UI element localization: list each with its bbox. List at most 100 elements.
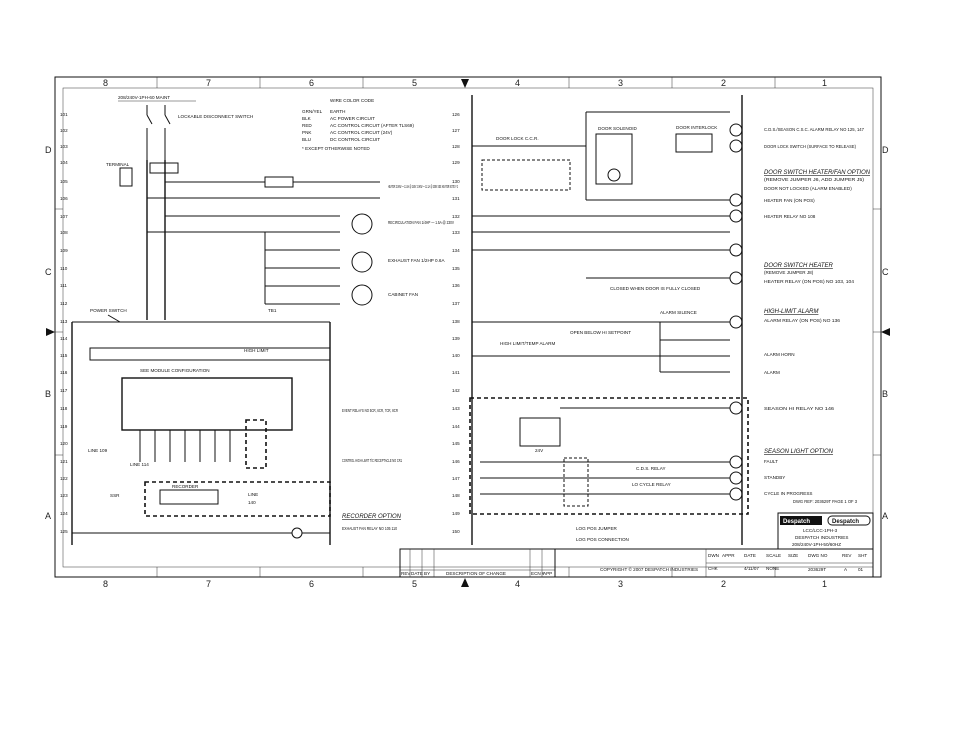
rung-number: 106 xyxy=(60,196,68,201)
rung-number: 144 xyxy=(452,424,460,429)
transformer xyxy=(519,417,561,447)
door-lock-ccr-label: DOOR LOCK C.C.R. xyxy=(496,136,539,141)
right-rungs xyxy=(472,111,730,409)
field-dwn: DWN xyxy=(708,553,719,558)
high-limit-alarm-label: HIGH LIMIT/TEMP ALARM xyxy=(500,341,555,346)
rung-number: 128 xyxy=(452,144,460,149)
wire-color-code: BLK xyxy=(302,116,312,121)
cds-alarm-relay-label: C.D.S./SEASON C.S.C. ALARM RELAY NO 125,… xyxy=(764,127,864,132)
inner-border xyxy=(62,87,874,568)
rung-number: 129 xyxy=(452,160,460,165)
log-pos-jumper-label: LOG POS JUMPER xyxy=(576,526,618,531)
recorder-option-label: RECORDER OPTION xyxy=(342,514,402,520)
controller-label: SEE MODULE CONFIGURATION xyxy=(140,368,210,373)
wire-color-code: RED xyxy=(302,123,312,128)
rev-header-ecn: ECN # xyxy=(531,571,545,576)
wire-color-code: BLU xyxy=(302,137,311,142)
outer-border xyxy=(54,76,882,578)
standby-label: STANDBY xyxy=(764,475,785,480)
drawing-title: LCC/LCC-1PH-3 xyxy=(803,528,838,533)
rung-number: 115 xyxy=(60,353,68,358)
rung-number: 130 xyxy=(452,179,460,184)
heater-fan-on-label: HEATER FAN (ON POS) xyxy=(764,198,815,203)
rung-number: 132 xyxy=(452,214,460,219)
event-relays-label: EVENT RELAYS NO 5CR, 6CR, 7CR, 8CR xyxy=(342,408,398,413)
col-label-top-3: 3 xyxy=(618,78,623,88)
rung-number: 135 xyxy=(452,266,460,271)
rung-number: 119 xyxy=(60,424,68,429)
rung-number: 118 xyxy=(60,406,68,411)
wire-color-desc: DC CONTROL CIRCUIT xyxy=(330,137,380,142)
field-date-label: DATE xyxy=(744,553,756,558)
remove-jumper-j6-label: (REMOVE JUMPER J6, ADD JUMPER J5) xyxy=(764,177,865,182)
field-rev: REV xyxy=(842,553,852,558)
rev-header-rev: REV xyxy=(401,571,411,576)
cds-relay-label: C.D.S. RELAY xyxy=(636,466,666,471)
recorder-meta-line: LINE xyxy=(248,492,258,497)
wire-color-desc: AC POWER CIRCUIT xyxy=(330,116,375,121)
brand-logo-right xyxy=(827,515,871,526)
col-label-top-2: 2 xyxy=(721,78,726,88)
alarm-horn-label: ALARM HORN xyxy=(764,352,795,357)
rung-number: 122 xyxy=(60,476,68,481)
rung-number: 111 xyxy=(60,283,67,288)
brand-right: Despatch xyxy=(832,519,859,525)
zone-ticks xyxy=(55,77,881,577)
recorder-device xyxy=(159,489,219,505)
exhaust-fan-relay-label: EXHAUST FAN RELAY NO 105 110 xyxy=(342,526,397,531)
rung-number: 142 xyxy=(452,388,460,393)
power-switch-label: POWER SWITCH xyxy=(90,308,127,313)
row-label-left-B: B xyxy=(45,389,51,399)
col-label-bot-6: 6 xyxy=(309,579,314,589)
rung-number: 141 xyxy=(452,370,460,375)
scale-value: NONE xyxy=(766,566,779,571)
col-label-bot-8: 8 xyxy=(103,579,108,589)
wire-color-desc: EARTH xyxy=(330,109,346,114)
exhaust-fan-relay-rung xyxy=(72,527,330,539)
terminal-symbol: TERMINAL xyxy=(106,162,133,187)
field-chk: CHK xyxy=(708,566,719,571)
col-label-bot-1: 1 xyxy=(822,579,827,589)
rung-number: 124 xyxy=(60,511,68,516)
date-value: 4/11/07 xyxy=(744,566,759,571)
brand-left: Despatch xyxy=(783,519,810,525)
row-label-left-C: C xyxy=(45,267,52,277)
rung-number: 137 xyxy=(452,301,460,306)
row-label-right-C: C xyxy=(882,267,889,277)
field-appr: APPR xyxy=(722,553,735,558)
wire-color-list: GRN/YEL EARTH BLK AC POWER CIRCUIT RED A… xyxy=(302,109,414,151)
door-closed-label: CLOSED WHEN DOOR IS FULLY CLOSED xyxy=(610,286,701,291)
rung-number: 140 xyxy=(452,353,460,358)
door-solenoid-label: DOOR SOLENOID xyxy=(598,126,637,131)
right-side-labels: C.D.S./SEASON C.S.C. ALARM RELAY NO 125,… xyxy=(764,127,871,504)
controller-module xyxy=(121,377,293,431)
rev-header-app: APP xyxy=(543,571,552,576)
col-label-top-8: 8 xyxy=(103,78,108,88)
col-label-top-6: 6 xyxy=(309,78,314,88)
season-light-option-box xyxy=(469,397,749,515)
ssr-label: SSR xyxy=(110,493,120,498)
wire-color-desc: AC CONTROL CIRCUIT (AFTER TLS69) xyxy=(330,123,414,128)
season-light-option-heading: SEASON LIGHT OPTION xyxy=(764,449,834,455)
line-109-label: LINE 109 xyxy=(88,448,108,453)
door-switch-heater-label: DOOR SWITCH HEATER xyxy=(764,263,834,269)
row-label-right-B: B xyxy=(882,389,888,399)
rung-number: 101 xyxy=(60,112,68,117)
tb1-label: TB1 xyxy=(268,308,277,313)
remove-jumper-j8-label: (REMOVE JUMPER J8) xyxy=(764,270,814,275)
revision-block: REV DATE BY DESCRIPTION OF CHANGE ECN # … xyxy=(399,548,556,578)
rung-number: 112 xyxy=(60,301,68,306)
rung-number: 133 xyxy=(452,230,460,235)
cabinet-fan-label: CABINET FAN xyxy=(388,292,418,297)
rung-number: 139 xyxy=(452,336,460,341)
brand-logo-left xyxy=(780,516,822,525)
scale-label: SCALE xyxy=(766,553,781,558)
recorder-meta-num: 140 xyxy=(248,500,256,505)
season-rungs xyxy=(480,461,730,495)
rung-number: 136 xyxy=(452,283,460,288)
controller-bus xyxy=(89,347,331,361)
terminal-label: TERMINAL xyxy=(106,162,130,167)
rung-number: 131 xyxy=(452,196,460,201)
limit-label: HIGH LIMIT xyxy=(244,348,269,353)
rung-number: 138 xyxy=(452,319,460,324)
